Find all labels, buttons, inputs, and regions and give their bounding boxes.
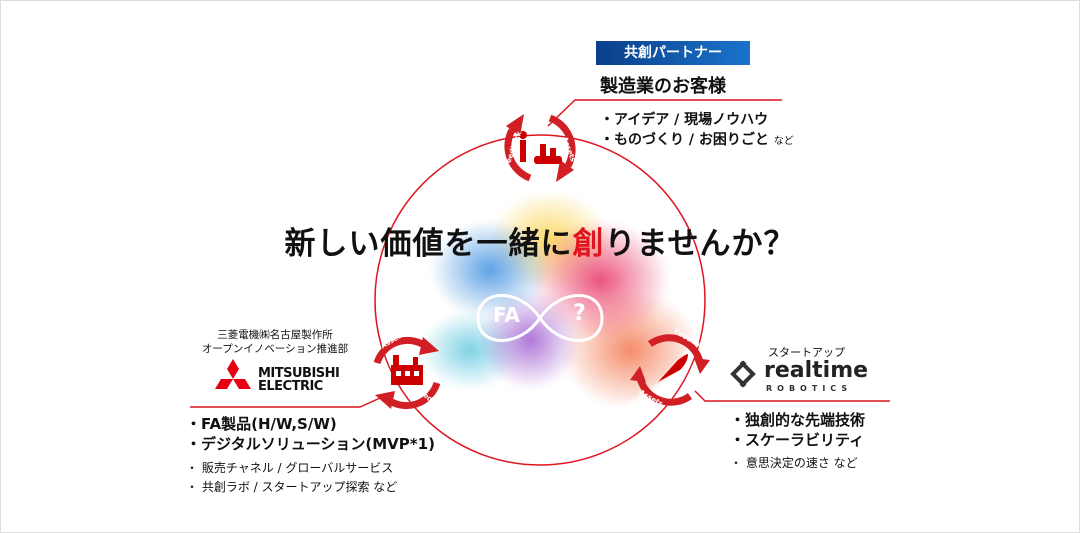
right-leader-line [694,390,890,402]
bullet: ・ 意思決定の速さ など [730,456,858,470]
bullet: ・ものづくり / お困りごと など [600,132,794,148]
mitsubishi-logo-mark [215,359,251,389]
bullet: ・アイデア / 現場ノウハウ [600,112,769,128]
fa-infinity-logo [476,294,604,342]
partner-cycle-circle [374,134,706,466]
bullet: ・スケーラビリティ [730,431,865,449]
startup-label: スタートアップ [768,346,845,359]
co-creation-partner-badge: 共創パートナー [596,41,750,65]
left-cycle-icon [373,336,441,410]
color-splash-image [400,180,700,420]
right-bold-bullets: ・独創的な先端技術 ・スケーラビリティ [730,410,865,450]
left-bullets: ・ 販売チャネル / グローバルサービス ・ 共創ラボ / スタートアップ探索 … [186,459,397,497]
bullet: ・独創的な先端技術 [730,411,866,429]
right-bullets: ・ 意思決定の速さ など [730,454,858,473]
top-bullets: ・アイデア / 現場ノウハウ ・ものづくり / お困りごと など [600,110,794,152]
headline-part: 新しい価値を一緒に [284,226,573,262]
customer-title: 製造業のお客様 [600,76,726,97]
org-line: オープンイノベーション推進部 [201,343,349,355]
bullet: ・デジタルソリューション(MVP*1) [186,435,435,453]
bullet: ・ 共創ラボ / スタートアップ探索 など [186,480,398,494]
top-cycle-icon [504,114,576,182]
realtime-logo-text: realtime [764,358,869,383]
top-leader-line [547,99,782,127]
headline-highlight: 創 [572,226,605,262]
left-leader-line [190,397,381,408]
org-line: 三菱電機㈱名古屋製作所 [217,329,333,341]
left-bold-bullets: ・FA製品(H/W,S/W) ・デジタルソリューション(MVP*1) [186,414,435,454]
bullet: ・ 販売チャネル / グローバルサービス [186,461,394,475]
right-cycle-icon [630,334,710,406]
unknown-logo-text: ? [573,301,586,326]
headline: 新しい価値を一緒に創りませんか？ [0,218,1080,263]
bullet: ・FA製品(H/W,S/W) [186,415,337,433]
fa-logo-text: FA [493,303,520,327]
realtime-logo-mark [730,360,756,388]
headline-part: りませんか？ [604,226,796,262]
mitsubishi-org: 三菱電機㈱名古屋製作所 オープンイノベーション推進部 [200,328,350,356]
robotics-logo-text: ROBOTICS [766,384,853,393]
